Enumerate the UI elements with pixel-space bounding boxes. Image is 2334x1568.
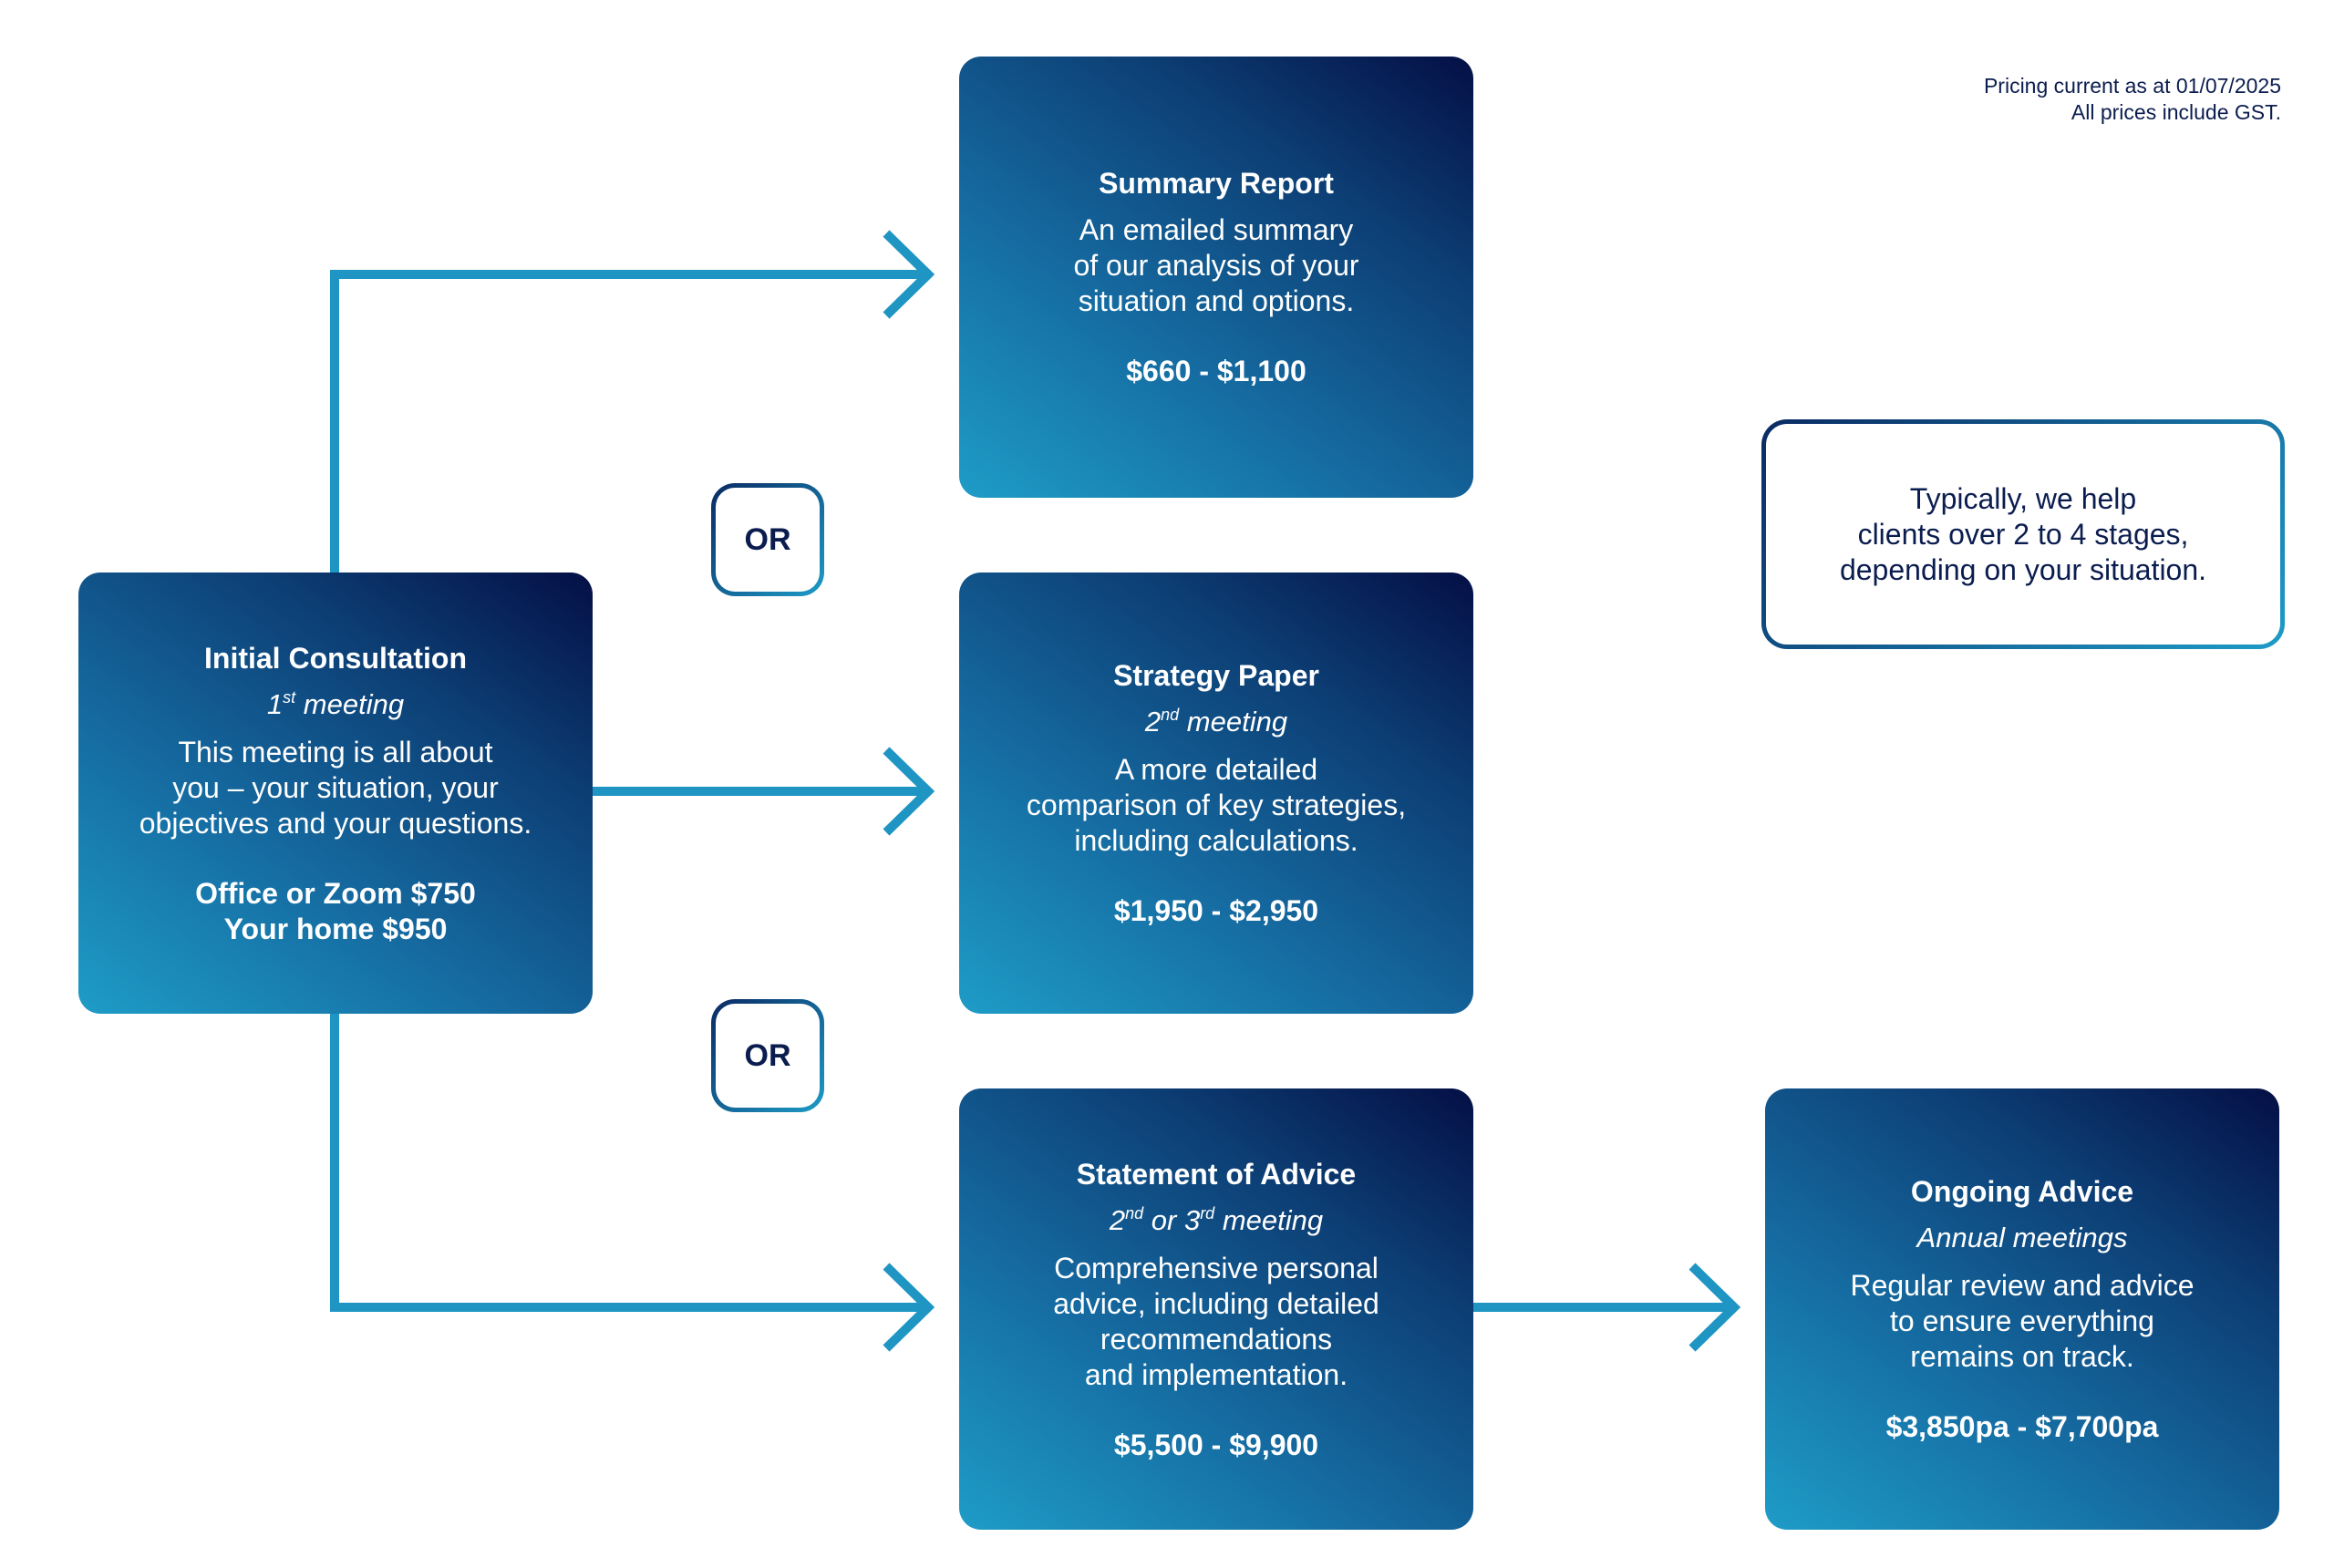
ongoing-advice-title: Ongoing Advice — [1910, 1175, 2134, 1208]
meeting-label: meeting — [295, 687, 405, 720]
stages-note-box: Typically, we help clients over 2 to 4 s… — [1761, 419, 2285, 649]
or-badge: OR — [711, 999, 824, 1112]
or-badge: OR — [711, 483, 824, 596]
statement-of-advice-box: Statement of Advice 2nd or 3rd meeting C… — [959, 1088, 1473, 1530]
meeting-ordinal: 2 — [1144, 706, 1162, 738]
statement-of-advice-title: Statement of Advice — [1076, 1157, 1357, 1191]
meeting-ordinal: 2 — [1109, 1203, 1126, 1236]
initial-consultation-description: This meeting is all about you – your sit… — [139, 735, 532, 840]
or-label: OR — [716, 488, 820, 592]
strategy-paper-price: $1,950 - $2,950 — [1113, 894, 1319, 927]
pricing-current-date: Pricing current as at 01/07/2025 — [1983, 74, 2281, 98]
strategy-paper-meeting: 2nd meeting — [1145, 705, 1287, 739]
initial-consultation-meeting: 1st meeting — [267, 687, 404, 722]
initial-consultation-price: Office or Zoom $750 Your home $950 — [195, 876, 476, 945]
summary-report-price: $660 - $1,100 — [1126, 355, 1306, 387]
connector-to-summary-report — [330, 270, 930, 573]
ongoing-advice-box: Ongoing Advice Annual meetings Regular r… — [1765, 1088, 2279, 1530]
arrowhead-ongoing-advice — [1689, 1263, 1741, 1352]
ongoing-advice-price: $3,850pa - $7,700pa — [1885, 1410, 2159, 1443]
or-label: OR — [716, 1004, 820, 1108]
statement-of-advice-price: $5,500 - $9,900 — [1113, 1428, 1319, 1461]
pricing-note: Pricing current as at 01/07/2025 All pri… — [1984, 73, 2281, 126]
meeting-ordinal-alt-suffix: rd — [1200, 1203, 1215, 1222]
arrowhead-strategy-paper — [883, 747, 935, 836]
strategy-paper-box: Strategy Paper 2nd meeting A more detail… — [959, 573, 1473, 1014]
summary-report-title: Summary Report — [1099, 167, 1334, 200]
statement-of-advice-description: Comprehensive personal advice, including… — [1053, 1251, 1379, 1391]
gst-note: All prices include GST. — [2071, 100, 2281, 124]
meeting-ordinal: 1 — [266, 687, 284, 720]
statement-of-advice-meeting: 2nd or 3rd meeting — [1110, 1203, 1323, 1238]
strategy-paper-description: A more detailed comparison of key strate… — [1026, 753, 1407, 857]
initial-consultation-title: Initial Consultation — [204, 641, 467, 675]
meeting-label: meeting — [1214, 1203, 1324, 1236]
meeting-ordinal-alt: or 3 — [1143, 1203, 1201, 1236]
summary-report-box: Summary Report An emailed summary of our… — [959, 57, 1473, 498]
arrowhead-statement-of-advice — [883, 1263, 935, 1352]
ongoing-advice-description: Regular review and advice to ensure ever… — [1850, 1269, 2195, 1373]
initial-consultation-box: Initial Consultation 1st meeting This me… — [78, 573, 593, 1014]
meeting-label: meeting — [1179, 706, 1288, 738]
stages-note-text: Typically, we help clients over 2 to 4 s… — [1766, 424, 2280, 645]
ongoing-advice-meeting: Annual meetings — [1916, 1222, 2128, 1253]
strategy-paper-title: Strategy Paper — [1113, 659, 1319, 692]
meeting-ordinal-suffix: nd — [1125, 1203, 1144, 1222]
meeting-ordinal-suffix: nd — [1161, 706, 1180, 724]
meeting-ordinal-suffix: st — [283, 687, 296, 707]
arrowhead-summary-report — [883, 230, 935, 319]
connector-to-statement-of-advice — [330, 1014, 930, 1312]
summary-report-description: An emailed summary of our analysis of yo… — [1073, 213, 1359, 317]
